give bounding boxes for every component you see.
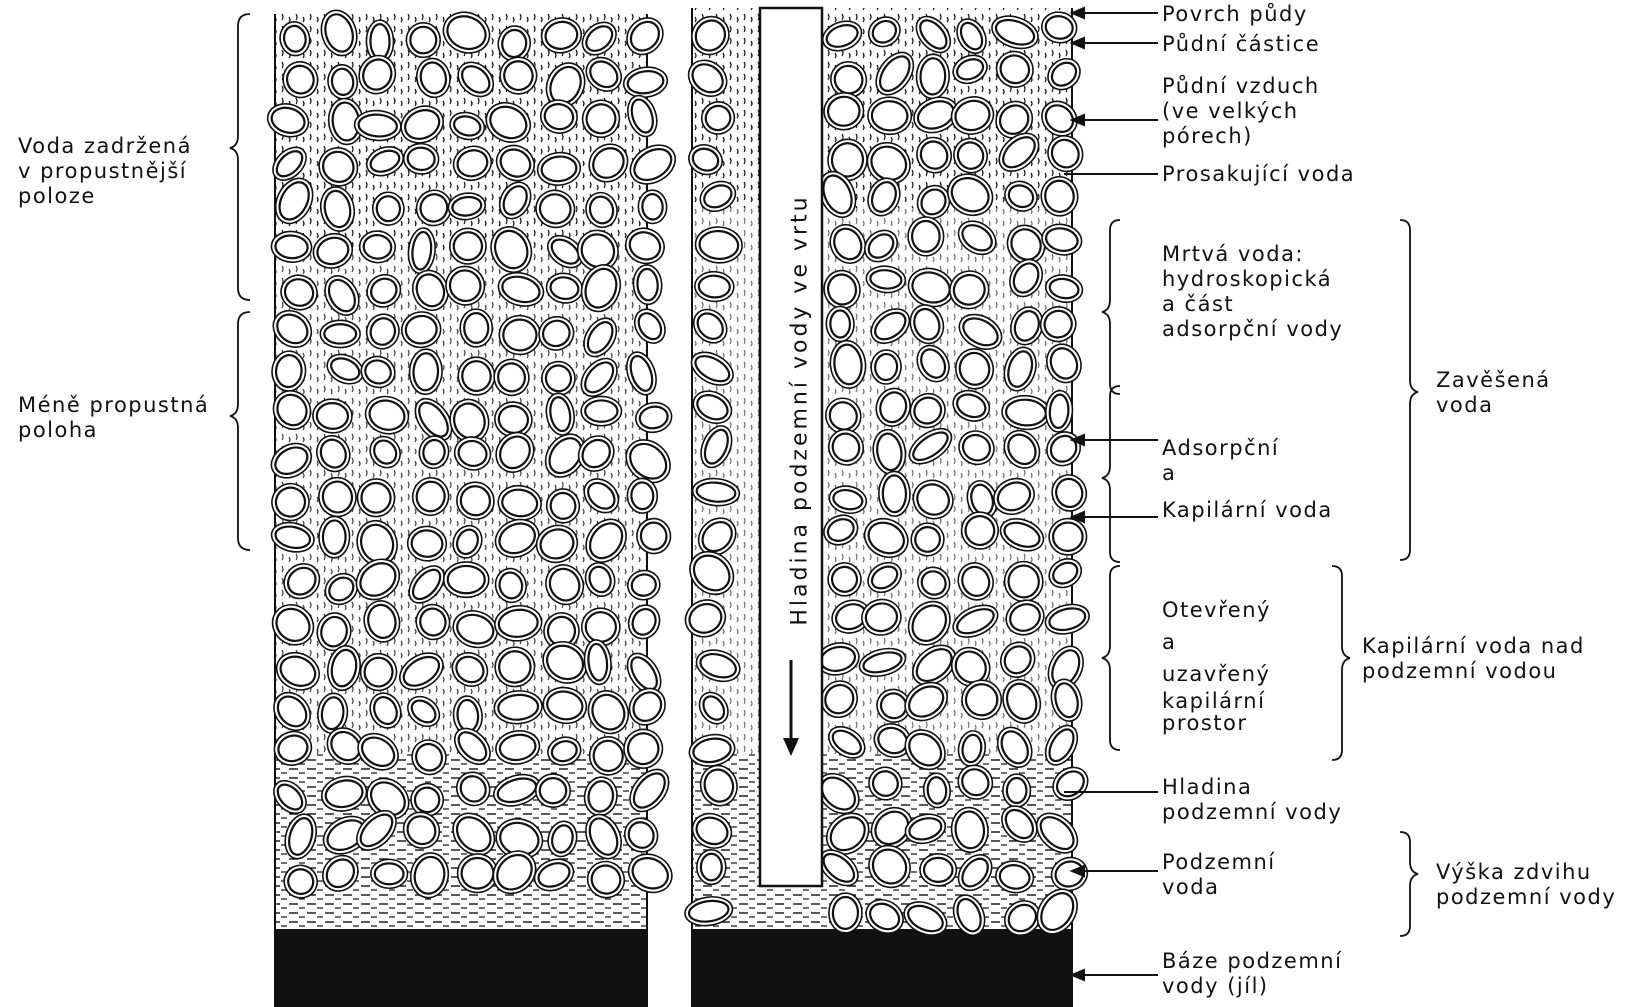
soil-grain [461, 857, 495, 890]
label-line: Výška zdvihu [1436, 860, 1616, 885]
label-line: podzemní vody [1436, 885, 1616, 910]
soil-grain [642, 194, 664, 220]
label-line: Podzemní [1162, 850, 1276, 875]
brace-voda-zadrzena [230, 14, 250, 300]
brace-mene-propustna [230, 312, 250, 550]
label-line: pórech) [1162, 124, 1320, 149]
label-line: hydroskopická [1162, 267, 1343, 292]
label-line: podzemní vody [1162, 800, 1342, 825]
soil-grain [316, 402, 348, 429]
label-line: voda [1436, 393, 1551, 418]
soil-grain [830, 310, 851, 338]
soil-grain [912, 221, 940, 252]
label-povrch-pudy: Povrch půdy [1162, 2, 1308, 27]
label-line: kapilární [1162, 690, 1271, 712]
label-line: a část [1162, 292, 1343, 317]
label-line: a [1162, 626, 1271, 658]
soil-grain [874, 353, 898, 380]
brace-zavesena [1400, 220, 1418, 560]
label-zavesena-voda: Zavěšená voda [1436, 368, 1551, 418]
label-line: Voda zadržená [18, 134, 192, 159]
label-vyska-zdvihu: Výška zdvihu podzemní vody [1436, 860, 1616, 910]
arrow-head-icon [1072, 38, 1084, 48]
label-line: poloze [18, 184, 192, 209]
label-line: Méně propustná [18, 393, 209, 418]
soil-grain [833, 897, 859, 929]
soil-grain [503, 319, 538, 351]
brace-adsorpcni [1102, 386, 1120, 562]
label-line: Hladina [1162, 775, 1342, 800]
label-adsorpcni: Adsorpční a [1162, 436, 1279, 486]
label-line: Báze podzemní [1162, 949, 1342, 974]
soil-grain [883, 475, 907, 512]
label-prosakujici-voda: Prosakující voda [1162, 162, 1355, 187]
borehole-label: Hladina podzemní vody ve vrtu [788, 194, 813, 625]
soil-grain [324, 324, 356, 343]
label-pudni-vzduch: Půdní vzduch (ve velkých pórech) [1162, 74, 1320, 149]
label-line: Zavěšená [1436, 368, 1551, 393]
label-line: v propustnější [18, 159, 192, 184]
soil-grain [410, 26, 437, 54]
soil-grain [920, 58, 946, 95]
label-line: vody (jíl) [1162, 974, 1342, 999]
left-soil-column [264, 6, 683, 1007]
soil-grain [698, 275, 730, 298]
brace-kapilarni-nad [1332, 566, 1350, 760]
label-line: (ve velkých [1162, 99, 1320, 124]
label-voda-zadrzena: Voda zadržená v propustnější poloze [18, 134, 192, 209]
brace-otevreny [1102, 566, 1120, 750]
soil-grain [640, 522, 668, 551]
soil-grain [464, 313, 489, 343]
label-mrtva-voda: Mrtvá voda: hydroskopická a část adsorpč… [1162, 242, 1343, 342]
label-line: Otevřený [1162, 594, 1271, 626]
right-soil-column [680, 8, 1094, 1007]
label-line: Adsorpční [1162, 436, 1279, 461]
soil-grain [871, 101, 907, 131]
label-pudni-castice: Půdní částice [1162, 32, 1320, 57]
soil-grain [701, 854, 722, 881]
label-podzemni-voda: Podzemní voda [1162, 850, 1276, 900]
soil-grain [375, 863, 404, 884]
soil-grain [1007, 565, 1039, 599]
label-line: uzavřený [1162, 658, 1271, 690]
label-line: a [1162, 461, 1279, 486]
arrow-head-icon [1072, 970, 1084, 980]
soil-grain [370, 24, 390, 59]
brace-mrtva [1102, 220, 1120, 394]
arrow-head-icon [1072, 8, 1084, 18]
label-kapilarni-voda-nad: Kapilární voda nad podzemní vodou [1362, 634, 1585, 684]
label-line: podzemní vodou [1362, 659, 1585, 684]
right-clay-base [692, 929, 1072, 1007]
label-hladina-podzemni-vody: Hladina podzemní vody [1162, 775, 1342, 825]
soil-grain [453, 232, 482, 261]
soil-grain [413, 353, 439, 391]
soil-grain [323, 520, 346, 554]
left-clay-base [275, 929, 647, 1007]
soil-grain [585, 400, 617, 421]
soil-grain [1007, 778, 1027, 803]
soil-grain [539, 778, 566, 804]
label-line: poloha [18, 418, 209, 443]
soil-grain [448, 566, 485, 593]
label-line: adsorpční vody [1162, 317, 1343, 342]
label-otevreny-prostor: Otevřený a uzavřený kapilární prostor [1162, 594, 1271, 734]
brace-vyska [1400, 832, 1418, 936]
soil-grain [631, 482, 654, 510]
soil-grain [1052, 521, 1084, 552]
label-line: prostor [1162, 712, 1271, 734]
soil-grain [407, 147, 436, 172]
label-line: Kapilární voda nad [1362, 634, 1585, 659]
soil-grain [361, 482, 392, 513]
label-baze-podzemni-vody: Báze podzemní vody (jíl) [1162, 949, 1342, 999]
soil-grain [924, 858, 953, 882]
label-kapilarni-voda: Kapilární voda [1162, 498, 1333, 523]
label-line: Mrtvá voda: [1162, 242, 1343, 267]
label-line: Půdní vzduch [1162, 74, 1320, 99]
label-line: voda [1162, 875, 1276, 900]
label-mene-propustna: Méně propustná poloha [18, 393, 209, 443]
